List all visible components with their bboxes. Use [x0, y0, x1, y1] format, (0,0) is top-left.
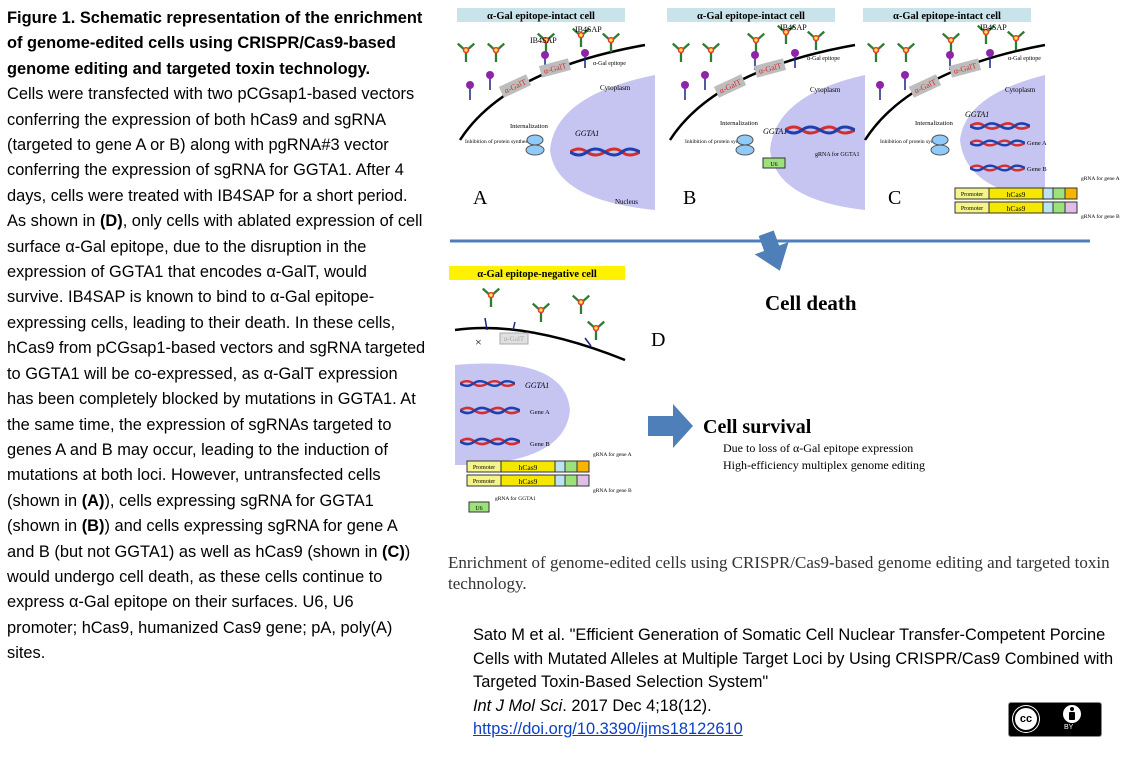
nucleus-b	[770, 75, 865, 210]
caption-ref-c: (C)	[382, 542, 405, 561]
down-arrow	[754, 230, 789, 271]
svg-text:Nucleus: Nucleus	[615, 198, 638, 206]
header-b-text: α-Gal epitope-intact cell	[697, 11, 805, 22]
svg-text:GGTA1: GGTA1	[965, 110, 989, 119]
right-arrow	[648, 404, 693, 448]
svg-text:GGTA1: GGTA1	[763, 127, 787, 136]
header-bar-b	[667, 8, 835, 22]
caption-title: Figure 1. Schematic representation of th…	[7, 9, 423, 78]
svg-text:gRNA for gene B: gRNA for gene B	[1081, 213, 1120, 220]
header-bar-c	[863, 8, 1031, 22]
galt-a-2	[538, 58, 572, 78]
diagram-caption: Enrichment of genome-edited cells using …	[448, 553, 1110, 593]
header-d-text: α-Gal epitope-negative cell	[477, 269, 597, 280]
svg-text:Promoter: Promoter	[473, 479, 495, 485]
svg-text:α-GalT: α-GalT	[504, 335, 525, 343]
caption-ref-d: (D)	[99, 212, 123, 231]
caption-body-5: ) would undergo cell death, as these cel…	[7, 542, 411, 663]
cc-by-license-badge[interactable]: cc BY	[1008, 702, 1102, 737]
survival-note-1: Due to loss of α-Gal epitope expression	[723, 441, 913, 455]
caption-body-3: ), cells expressing sgRNA for GGTA1 (sho…	[7, 491, 374, 536]
panel-c: α-Gal epitope-intact cell α-GalT α-GalT …	[863, 8, 1120, 220]
svg-text:Inhibition of protein synthesi: Inhibition of protein synthesis	[685, 138, 751, 145]
svg-text:α-Gal epitope: α-Gal epitope	[807, 56, 840, 62]
svg-text:gRNA for gene B: gRNA for gene B	[593, 487, 632, 494]
caption-ref-b: (B)	[81, 517, 105, 536]
cc-icon: cc	[1013, 706, 1039, 732]
panel-label-d: D	[651, 329, 665, 351]
nucleus-a	[550, 75, 655, 210]
svg-text:×: ×	[475, 335, 482, 349]
svg-text:Gene B: Gene B	[530, 441, 550, 448]
svg-text:Promoter: Promoter	[961, 192, 983, 198]
svg-text:α-Gal epitope: α-Gal epitope	[593, 61, 626, 67]
svg-text:Inhibition of protein synthesi: Inhibition of protein synthesis	[880, 138, 946, 145]
panel-label-c: C	[888, 187, 901, 209]
svg-text:gRNA for gene A: gRNA for gene A	[593, 451, 632, 458]
svg-text:hCas9: hCas9	[1007, 204, 1026, 213]
citation-journal: Int J Mol Sci	[473, 696, 563, 715]
svg-text:IB4SAP: IB4SAP	[575, 25, 602, 34]
survival-note-2: High-efficiency multiplex genome editing	[723, 458, 925, 472]
header-bar-d	[449, 266, 625, 280]
svg-text:gRNA for gene A: gRNA for gene A	[1081, 175, 1120, 182]
svg-text:IB4SAP: IB4SAP	[530, 36, 557, 45]
svg-text:Cytoplasm: Cytoplasm	[1005, 86, 1036, 94]
svg-text:hCas9: hCas9	[1007, 190, 1026, 199]
svg-text:Cytoplasm: Cytoplasm	[810, 86, 841, 94]
svg-text:Gene A: Gene A	[530, 409, 550, 416]
svg-text:hCas9: hCas9	[519, 477, 538, 486]
svg-text:Promoter: Promoter	[961, 206, 983, 212]
figure-caption-text: Figure 1. Schematic representation of th…	[7, 6, 427, 667]
person-icon	[1063, 705, 1081, 723]
header-a-text: α-Gal epitope-intact cell	[487, 11, 595, 22]
panel-label-b: B	[683, 187, 696, 209]
panel-label-a: A	[473, 187, 488, 209]
membrane-d	[454, 326, 626, 362]
svg-text:IB4SAP: IB4SAP	[780, 23, 807, 32]
svg-text:hCas9: hCas9	[519, 463, 538, 472]
svg-text:GGTA1: GGTA1	[525, 381, 549, 390]
svg-text:U6: U6	[475, 506, 482, 512]
svg-text:α-Gal epitope: α-Gal epitope	[1008, 56, 1041, 62]
svg-text:U6: U6	[770, 162, 777, 168]
svg-text:Internalization: Internalization	[510, 123, 549, 130]
caption-body-4: ) and cells expressing sgRNA for gene A …	[7, 517, 397, 561]
svg-text:Gene B: Gene B	[1027, 166, 1047, 173]
doi-link[interactable]: https://doi.org/10.3390/ijms18122610	[473, 720, 743, 738]
svg-text:gRNA for GGTA1: gRNA for GGTA1	[815, 151, 860, 158]
caption-ref-a: (A)	[81, 491, 105, 510]
svg-text:GGTA1: GGTA1	[575, 129, 599, 138]
panel-b: α-Gal epitope-intact cell α-GalT α-GalT …	[667, 8, 865, 210]
caption-body-1: Cells were transfected with two pCGsap1-…	[7, 85, 415, 231]
citation-text: Sato M et al. "Efficient Generation of S…	[473, 626, 1114, 691]
svg-text:gRNA for GGTA1: gRNA for GGTA1	[495, 495, 536, 502]
citation: Sato M et al. "Efficient Generation of S…	[473, 624, 1123, 742]
header-bar-a	[457, 8, 625, 22]
svg-text:Internalization: Internalization	[915, 120, 954, 127]
header-c-text: α-Gal epitope-intact cell	[893, 11, 1001, 22]
cell-survival-label: Cell survival	[703, 416, 812, 438]
schematic-diagram: α-Gal epitope-intact cell α-GalT α-GalT …	[445, 0, 1120, 593]
svg-text:IB4SAP: IB4SAP	[980, 23, 1007, 32]
citation-details: . 2017 Dec 4;18(12).	[562, 696, 712, 715]
svg-text:Internalization: Internalization	[720, 120, 759, 127]
panel-a: α-Gal epitope-intact cell α-GalT α-GalT …	[445, 0, 655, 210]
galt-a-1	[498, 74, 532, 98]
svg-text:Gene A: Gene A	[1027, 140, 1047, 147]
cell-death-label: Cell death	[765, 291, 857, 315]
by-label: BY	[1064, 724, 1074, 731]
svg-text:Inhibition of protein synthesi: Inhibition of protein synthesis	[465, 138, 531, 145]
caption-body-2: , only cells with ablated expression of …	[7, 212, 426, 510]
panel-d: α-Gal epitope-negative cell α-GalT × GGT…	[449, 266, 665, 513]
svg-text:Promoter: Promoter	[473, 465, 495, 471]
svg-text:Cytoplasm: Cytoplasm	[600, 84, 631, 92]
